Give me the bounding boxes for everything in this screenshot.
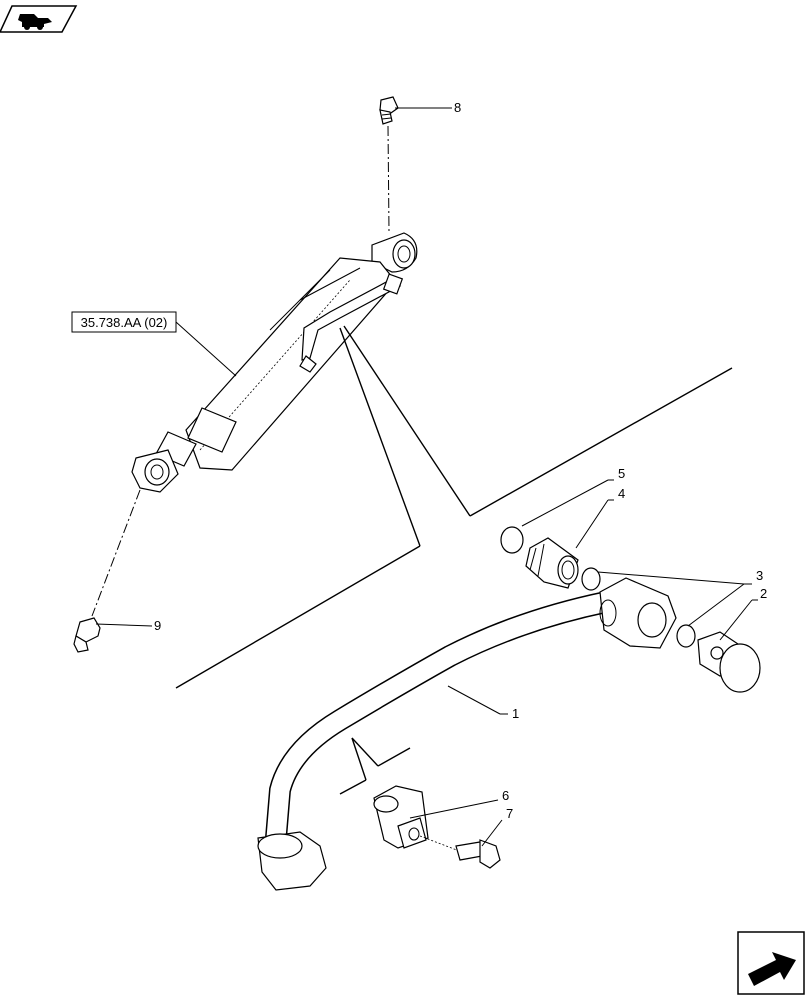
o-ring-3b <box>676 624 696 648</box>
section-cut-mark <box>339 737 411 795</box>
hydraulic-pipe <box>257 577 677 891</box>
callout-8: 8 <box>454 100 461 115</box>
pipe-clamp-6 <box>373 785 429 849</box>
o-ring-3a <box>581 567 601 591</box>
detail-callout-lines <box>175 325 733 689</box>
callout-5: 5 <box>618 466 625 481</box>
grease-fitting-top <box>379 96 399 125</box>
o-ring-5 <box>500 526 524 554</box>
tractor-loader-icon <box>0 5 78 33</box>
centerline-bottom <box>91 489 141 617</box>
banjo-bolt-2 <box>697 631 761 693</box>
callout-2: 2 <box>760 586 767 601</box>
reference-label-box[interactable]: 35.738.AA (02) <box>71 311 177 333</box>
grease-fitting-bottom <box>73 617 101 653</box>
next-page-arrow-icon[interactable] <box>737 931 805 995</box>
callout-9: 9 <box>154 618 161 633</box>
reference-leader <box>175 321 237 377</box>
centerline-top <box>387 125 390 233</box>
callout-6: 6 <box>502 788 509 803</box>
callout-1: 1 <box>512 706 519 721</box>
callout-4: 4 <box>618 486 625 501</box>
union-fitting-4 <box>525 537 579 589</box>
hydraulic-cylinder <box>131 232 418 493</box>
bolt-7 <box>455 839 501 869</box>
callout-7: 7 <box>506 806 513 821</box>
reference-label: 35.738.AA (02) <box>81 315 168 330</box>
leader-lines <box>95 107 758 847</box>
callout-3: 3 <box>756 568 763 583</box>
bolt-axis <box>419 835 463 853</box>
